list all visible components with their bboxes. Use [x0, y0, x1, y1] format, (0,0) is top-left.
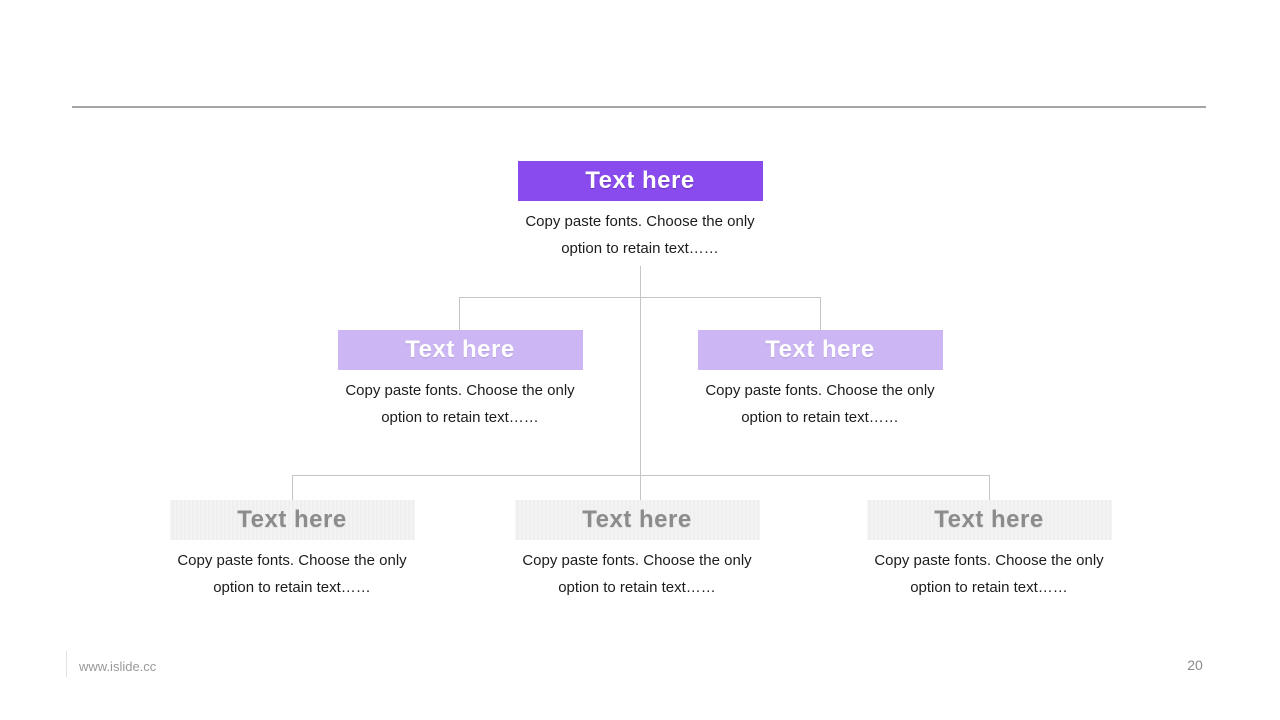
node-description[interactable]: Copy paste fonts. Choose the only option…	[705, 382, 935, 426]
org-node-level3-middle: Text here Copy paste fonts. Choose the o…	[512, 500, 762, 601]
connector-level2-right-drop	[820, 297, 821, 330]
node-title-box[interactable]: Text here	[866, 500, 1112, 540]
org-node-level3-left: Text here Copy paste fonts. Choose the o…	[167, 500, 417, 601]
footer-site-url[interactable]: www.islide.cc	[79, 659, 157, 674]
node-title: Text here	[405, 336, 515, 363]
node-description[interactable]: Copy paste fonts. Choose the only option…	[177, 552, 407, 596]
connector-level2-left-drop	[459, 297, 460, 330]
node-title: Text here	[934, 506, 1044, 533]
node-title: Text here	[585, 167, 695, 194]
org-node-level3-right: Text here Copy paste fonts. Choose the o…	[864, 500, 1114, 601]
node-description[interactable]: Copy paste fonts. Choose the only option…	[525, 213, 755, 257]
node-title: Text here	[582, 506, 692, 533]
node-title-box[interactable]: Text here	[697, 330, 943, 370]
connector-center-vertical	[640, 266, 641, 500]
node-title: Text here	[765, 336, 875, 363]
org-node-level2-left: Text here Copy paste fonts. Choose the o…	[335, 330, 585, 431]
node-description[interactable]: Copy paste fonts. Choose the only option…	[345, 382, 575, 426]
footer-divider-tick	[66, 651, 67, 677]
connector-level3-right-drop	[989, 475, 990, 500]
connector-level2-horizontal	[459, 297, 820, 298]
connector-level3-horizontal	[292, 475, 989, 476]
node-title-box[interactable]: Text here	[517, 161, 763, 201]
page-number: 20	[1187, 657, 1203, 673]
top-divider	[72, 106, 1206, 108]
org-node-root: Text here Copy paste fonts. Choose the o…	[515, 161, 765, 262]
node-title: Text here	[237, 506, 347, 533]
node-title-box[interactable]: Text here	[169, 500, 415, 540]
node-description[interactable]: Copy paste fonts. Choose the only option…	[874, 552, 1104, 596]
org-node-level2-right: Text here Copy paste fonts. Choose the o…	[695, 330, 945, 431]
node-description[interactable]: Copy paste fonts. Choose the only option…	[522, 552, 752, 596]
node-title-box[interactable]: Text here	[337, 330, 583, 370]
node-title-box[interactable]: Text here	[514, 500, 760, 540]
connector-level3-left-drop	[292, 475, 293, 500]
